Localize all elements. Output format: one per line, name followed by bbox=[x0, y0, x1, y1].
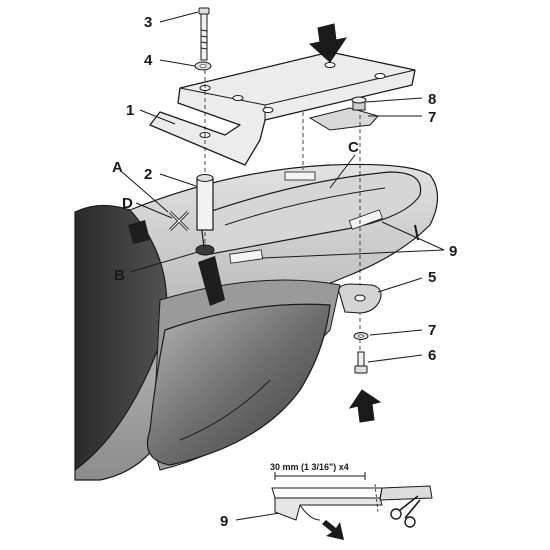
callout-7-low: 7 bbox=[428, 322, 436, 339]
washer-4 bbox=[194, 61, 212, 71]
callout-2: 2 bbox=[144, 166, 152, 183]
strip-detail bbox=[271, 472, 433, 540]
motorcycle-tail bbox=[74, 163, 439, 481]
callout-8: 8 bbox=[428, 91, 436, 108]
pad-strip-1 bbox=[229, 249, 263, 264]
callout-7-top: 7 bbox=[428, 109, 436, 126]
arrow-down-right-icon bbox=[322, 520, 344, 540]
arrow-down-icon bbox=[308, 23, 348, 63]
arrow-up-icon bbox=[348, 389, 382, 423]
callout-c: C bbox=[348, 139, 359, 156]
grab-rail bbox=[199, 171, 422, 256]
callout-4: 4 bbox=[144, 52, 153, 69]
leader-lines bbox=[121, 11, 445, 521]
callout-3: 3 bbox=[144, 14, 152, 31]
dimension-label: 30 mm (1 3/16") x4 bbox=[270, 462, 349, 472]
side-slot-right bbox=[198, 256, 225, 306]
callout-9-mid: 9 bbox=[449, 243, 457, 260]
mounting-plate bbox=[149, 51, 416, 166]
rail-inner-line bbox=[224, 187, 386, 226]
bolt-6 bbox=[354, 351, 368, 374]
callout-d: D bbox=[122, 195, 133, 212]
scissors-icon bbox=[390, 495, 421, 528]
tail-light-lens bbox=[146, 303, 331, 466]
bolt-3 bbox=[198, 7, 210, 61]
callout-6: 6 bbox=[428, 347, 436, 364]
mount-hole-b bbox=[195, 244, 215, 256]
callout-a: A bbox=[112, 159, 123, 176]
pad-strip-2 bbox=[348, 209, 383, 230]
callout-5: 5 bbox=[428, 269, 436, 286]
callout-b: B bbox=[114, 267, 125, 284]
spacer-2 bbox=[196, 174, 214, 231]
callout-9-bottom: 9 bbox=[220, 513, 228, 530]
washer-7-lower bbox=[353, 332, 369, 340]
pad-strip-3 bbox=[284, 171, 316, 181]
lens-highlight bbox=[179, 379, 271, 441]
side-slot-left bbox=[128, 220, 150, 244]
cross-mark-icon bbox=[168, 210, 190, 232]
bracket-5 bbox=[338, 283, 382, 314]
callout-1: 1 bbox=[126, 102, 134, 119]
